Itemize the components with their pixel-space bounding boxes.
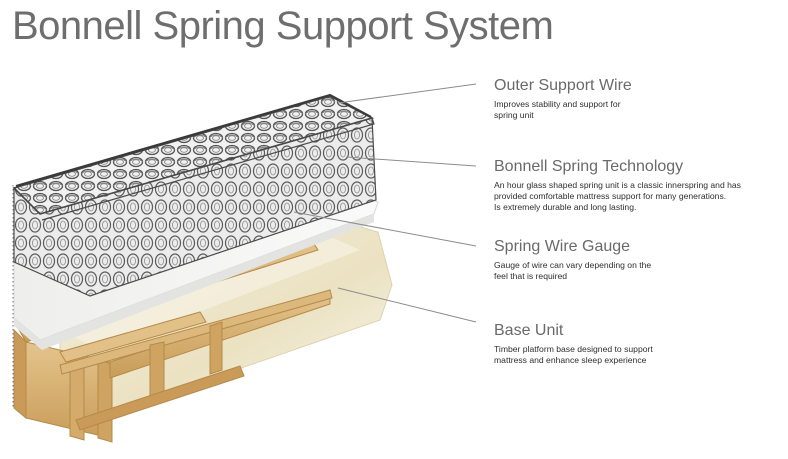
callout-title: Outer Support Wire: [494, 77, 632, 94]
callout-title: Bonnell Spring Technology: [494, 158, 684, 175]
callout-spring-wire-gauge: Spring Wire Gauge Gauge of wire can vary…: [494, 238, 784, 282]
leader-line-base-unit: [337, 287, 477, 323]
leader-line-outer-support-wire: [337, 83, 477, 104]
spring-unit-top-shape: [12, 93, 375, 221]
callout-title: Spring Wire Gauge: [494, 238, 631, 255]
callout-base-unit: Base Unit Timber platform base designed …: [494, 322, 784, 366]
callout-description: An hour glass shaped spring unit is a cl…: [494, 180, 741, 212]
callout-description: Improves stability and support for sprin…: [494, 99, 621, 120]
callout-description: Timber platform base designed to support…: [494, 344, 653, 365]
callout-bonnell-spring-technology: Bonnell Spring Technology An hour glass …: [494, 158, 784, 213]
leader-line-spring-wire-gauge: [293, 211, 477, 247]
leader-line-bonnell-spring: [345, 156, 477, 167]
callout-outer-support-wire: Outer Support Wire Improves stability an…: [494, 77, 784, 121]
callout-description: Gauge of wire can vary depending on the …: [494, 260, 652, 281]
page-title: Bonnell Spring Support System: [12, 4, 554, 48]
callout-title: Base Unit: [494, 322, 564, 339]
